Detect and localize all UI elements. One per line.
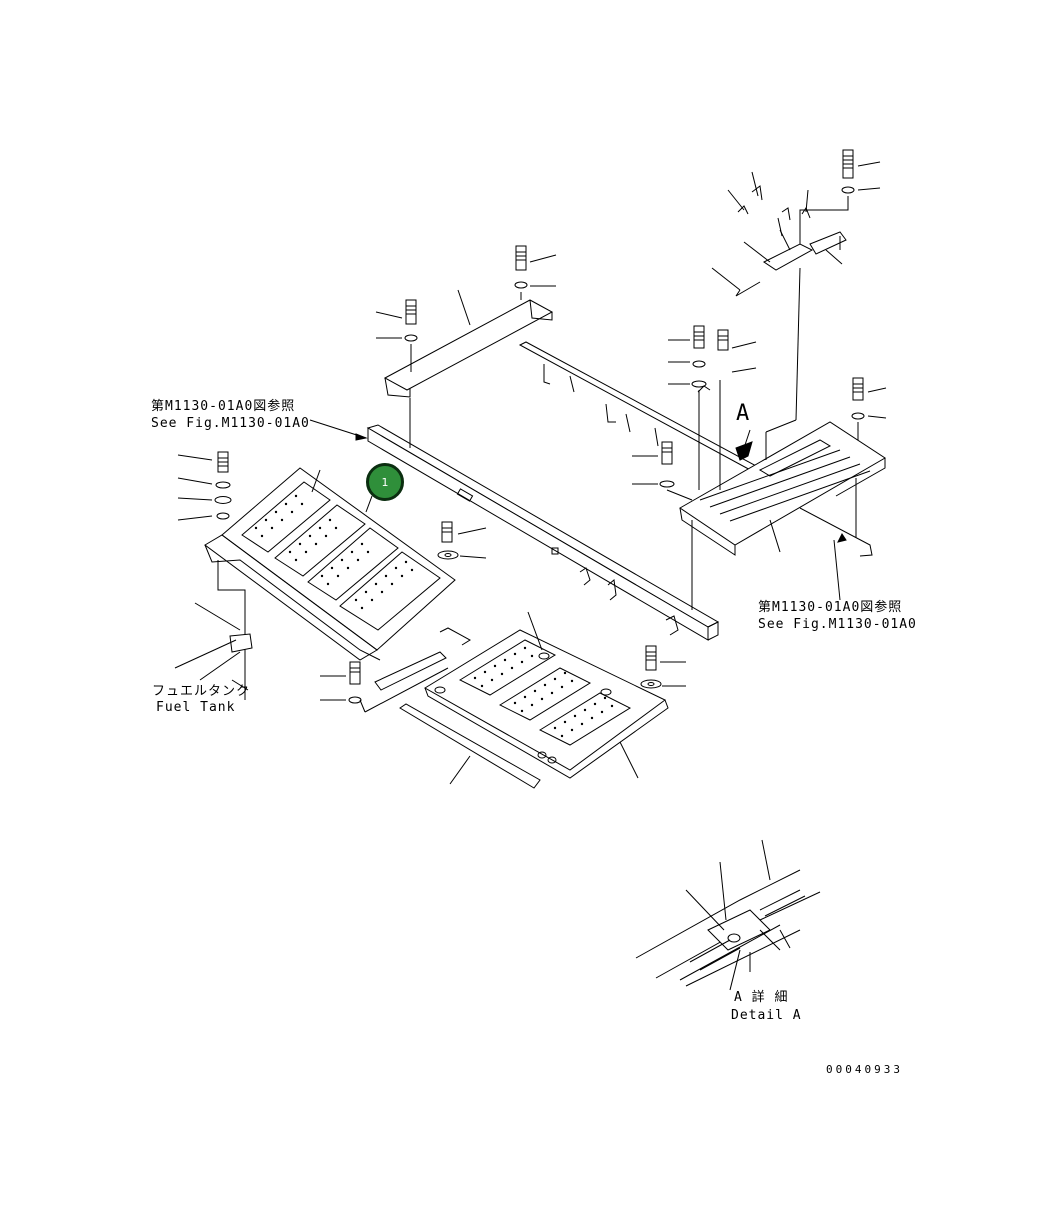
detail-a-view bbox=[636, 840, 820, 990]
cross-beam bbox=[310, 398, 718, 640]
fuel-tank-label-jp: フュエルタンク bbox=[152, 684, 251, 699]
middle-rail bbox=[520, 342, 760, 472]
lower-floor-plate bbox=[320, 612, 686, 788]
lower-plate-perforations bbox=[473, 646, 614, 738]
right-step-assembly bbox=[680, 378, 886, 600]
left-floor-plate bbox=[205, 468, 455, 660]
part-callout-1[interactable]: 1 bbox=[366, 463, 404, 501]
part-callout-1-number: 1 bbox=[381, 475, 389, 489]
drawing-number: 00040933 bbox=[826, 1063, 903, 1076]
fuel-tank-leader bbox=[232, 680, 248, 690]
top-center-bracket bbox=[376, 246, 556, 397]
left-plate-perforations bbox=[254, 494, 414, 610]
detail-label-jp: A 詳 細 bbox=[734, 990, 789, 1005]
center-right-bolts bbox=[632, 326, 756, 500]
ref-label-right-en: See Fig.M1130-01A0 bbox=[758, 617, 917, 632]
top-right-hardware bbox=[712, 150, 880, 460]
view-arrow-letter: A bbox=[736, 401, 751, 426]
detail-label-en: Detail A bbox=[731, 1008, 802, 1023]
ref-label-top-left-en: See Fig.M1130-01A0 bbox=[151, 416, 310, 431]
ref-label-right-jp: 第M1130-01A0図参照 bbox=[758, 600, 903, 615]
left-plate-bolts bbox=[178, 452, 486, 559]
ref-label-top-left-jp: 第M1130-01A0図参照 bbox=[151, 399, 296, 414]
fuel-tank-bracket bbox=[175, 560, 252, 700]
fuel-tank-label-en: Fuel Tank bbox=[156, 700, 236, 715]
